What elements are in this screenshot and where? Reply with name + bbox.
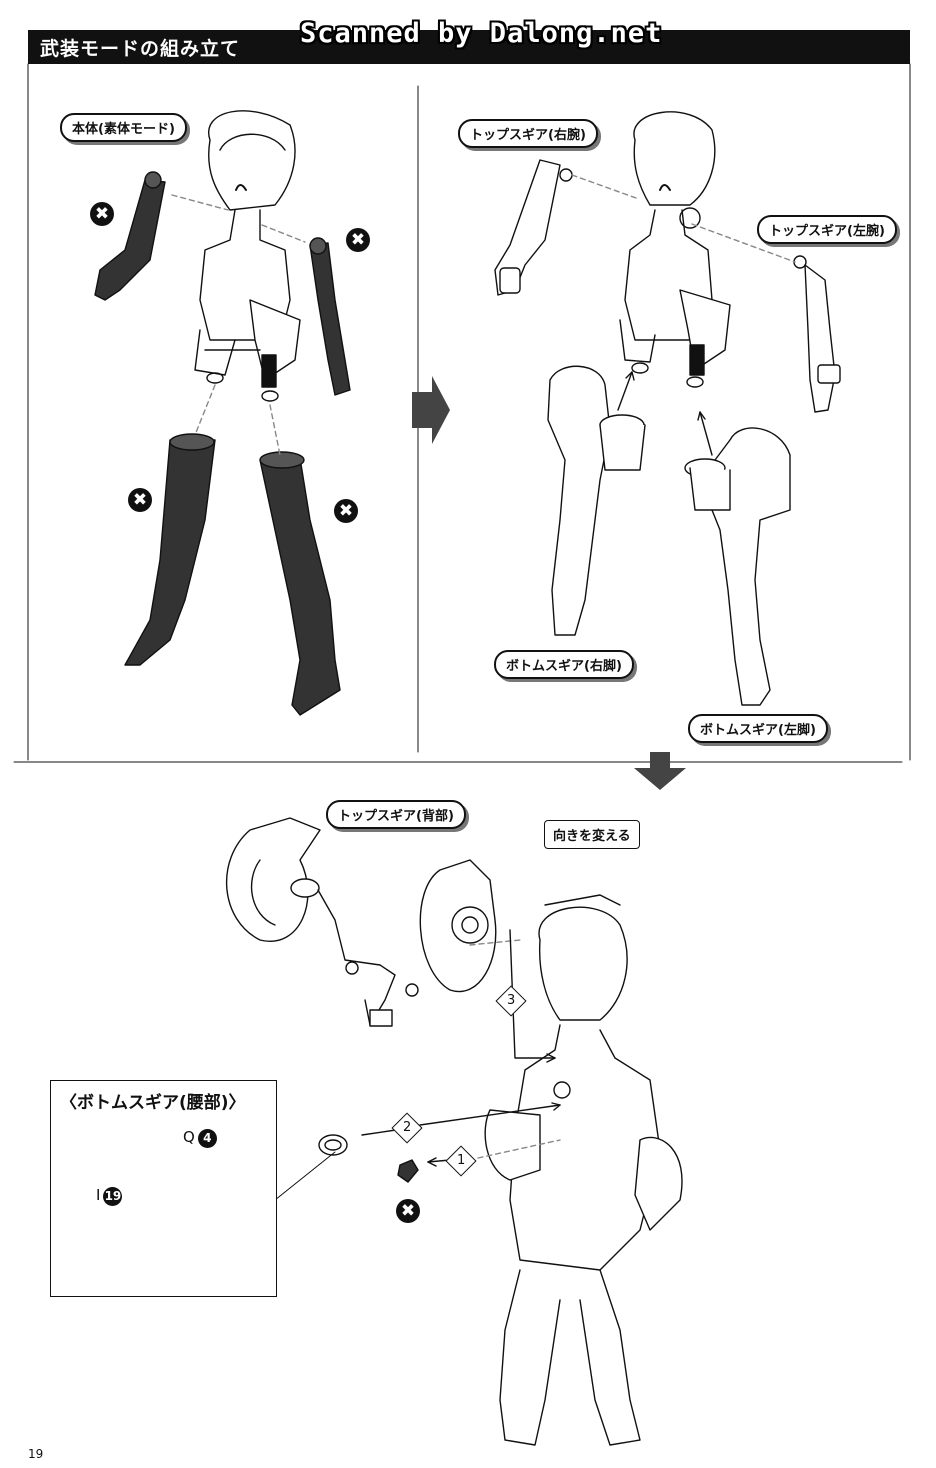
removed-arm-left bbox=[94, 171, 166, 301]
top-gear-right-arm bbox=[494, 159, 573, 296]
body-figure bbox=[194, 110, 301, 402]
label-body-basic-mode: 本体(素体モード) bbox=[60, 113, 187, 142]
label-turn-around: 向きを変える bbox=[544, 820, 640, 849]
remove-x-icon: ✖ bbox=[334, 499, 358, 523]
label-top-gear-back: トップスギア(背部) bbox=[326, 800, 466, 829]
remove-x-icon: ✖ bbox=[396, 1199, 420, 1223]
back-view-figure bbox=[484, 894, 683, 1446]
removed-leg-left bbox=[259, 451, 341, 716]
part-i-number: 19 bbox=[103, 1187, 123, 1206]
section-header-bar bbox=[28, 30, 910, 64]
scan-watermark: Scanned by Dalong.net bbox=[300, 18, 663, 49]
arrow-down-icon bbox=[634, 752, 686, 790]
label-bottom-gear-left-leg: ボトムスギア(左脚) bbox=[688, 714, 828, 743]
removed-arm-right bbox=[309, 237, 351, 396]
remove-x-icon: ✖ bbox=[128, 488, 152, 512]
top-gear-left-arm bbox=[793, 255, 841, 413]
remove-x-icon: ✖ bbox=[346, 228, 370, 252]
waist-parts-title: 〈ボトムスギア(腰部)〉 bbox=[60, 1093, 246, 1113]
waist-parts-box bbox=[50, 1080, 277, 1297]
label-bottom-gear-right-leg: ボトムスギア(右脚) bbox=[494, 650, 634, 679]
bottom-gear-right-leg bbox=[547, 365, 646, 636]
part-q-number: 4 bbox=[197, 1129, 217, 1148]
removed-leg-right bbox=[124, 433, 216, 666]
section-title: 武装モードの組み立て bbox=[40, 38, 241, 60]
page-number: 19 bbox=[28, 1447, 44, 1461]
label-top-gear-right-arm: トップスギア(右腕) bbox=[458, 119, 598, 148]
top-gear-back bbox=[225, 817, 497, 1027]
label-top-gear-left-arm: トップスギア(左腕) bbox=[757, 215, 897, 244]
waist-part-removed bbox=[397, 1159, 419, 1183]
arrow-right-icon bbox=[412, 376, 450, 444]
armed-figure bbox=[619, 111, 731, 388]
waist-part-q4 bbox=[318, 1134, 348, 1156]
remove-x-icon: ✖ bbox=[90, 202, 114, 226]
bottom-gear-left-leg bbox=[684, 427, 791, 706]
